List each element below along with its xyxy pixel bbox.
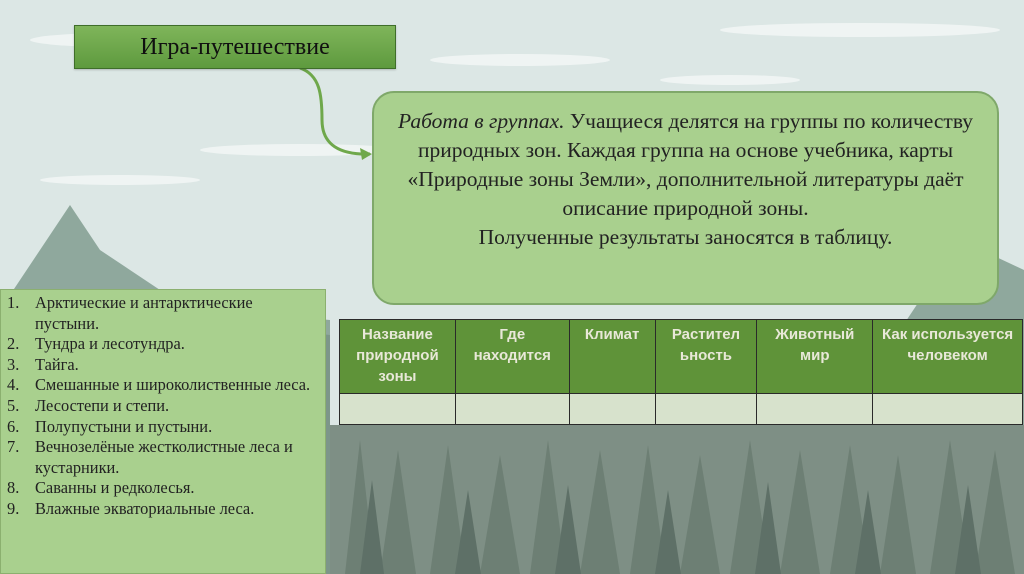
column-header: Название природной зоны: [339, 319, 456, 394]
table-cell: [568, 392, 656, 426]
connector-arrow: [299, 66, 371, 156]
list-number: 7.: [7, 437, 20, 457]
callout-body: Учащиеся делятся на группы по количеству…: [407, 109, 973, 220]
list-text: Смешанные и широколиственные леса.: [35, 375, 311, 395]
instructions-callout: Работа в группах. Учащиеся делятся на гр…: [372, 91, 999, 305]
list-number: 6.: [7, 416, 20, 436]
table-cell: [454, 392, 570, 426]
list-number: 2.: [7, 334, 20, 354]
list-item: 8. Саванны и редколесья.: [7, 478, 319, 499]
list-item: 1. Арктические и антарктические пустыни.: [7, 293, 319, 334]
list-text: Полупустыни и пустыни.: [35, 416, 213, 436]
list-text: Влажные экваториальные леса.: [35, 498, 255, 518]
list-item: 4. Смешанные и широколиственные леса.: [7, 375, 319, 396]
column-header: Где находится: [454, 319, 570, 394]
list-number: 8.: [7, 478, 20, 498]
natural-zones-list: 1.Арктические и антарктические пустыни. …: [0, 289, 326, 574]
table-header-row: Название природной зоны Где находится Кл…: [339, 319, 1023, 394]
column-header: Животный мир: [756, 319, 874, 394]
list-item: 5. Лесостепи и степи.: [7, 396, 319, 417]
list-item: 2. Тундра и лесотундра.: [7, 334, 319, 355]
zones-table: Название природной зоны Где находится Кл…: [339, 319, 1023, 426]
list-item: 9. Влажные экваториальные леса.: [7, 499, 319, 520]
table-row: [339, 392, 1023, 426]
table-cell: [654, 392, 758, 426]
list-text: Саванны и редколесья.: [35, 478, 195, 498]
list-item: 3. Тайга.: [7, 355, 319, 376]
list-item: 7. Вечнозелёные жестколистные леса и куст…: [7, 437, 319, 478]
column-header: Климат: [568, 319, 656, 394]
list-item: 6. Полупустыни и пустыни.: [7, 417, 319, 438]
list-text: Лесостепи и степи.: [35, 395, 170, 415]
list-number: 1.: [7, 293, 20, 312]
column-header: Как используется человеком: [872, 319, 1023, 394]
list-number: 9.: [7, 498, 20, 518]
table-cell: [339, 392, 456, 426]
callout-lead: Работа в группах.: [398, 109, 565, 133]
list-number: 3.: [7, 354, 20, 374]
callout-footer: Полученные результаты заносятся в таблиц…: [478, 225, 893, 249]
list-number: 4.: [7, 375, 20, 395]
list-text: Тайга.: [35, 354, 79, 374]
list-text: Вечнозелёные жестколистные леса и кустар…: [35, 437, 293, 477]
table-cell: [756, 392, 874, 426]
list-number: 5.: [7, 395, 20, 415]
list-text: Тундра и лесотундра.: [35, 334, 185, 354]
column-header: Растител ьность: [654, 319, 758, 394]
list-text: Арктические и антарктические пустыни.: [35, 293, 253, 333]
table-cell: [872, 392, 1023, 426]
page-title: Игра-путешествие: [74, 25, 396, 69]
